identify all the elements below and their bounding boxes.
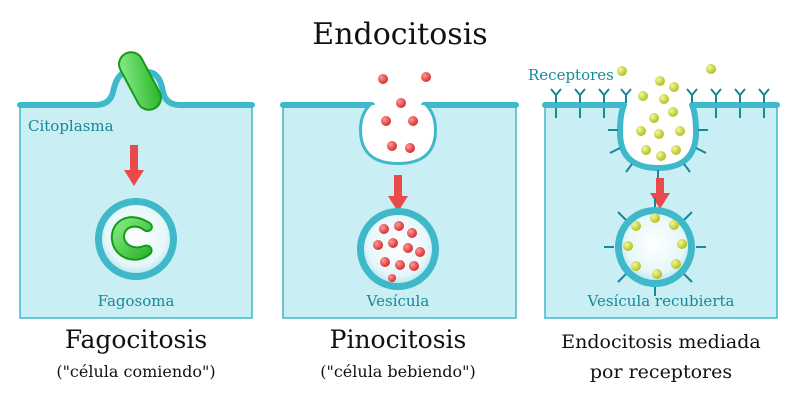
ligand xyxy=(617,66,627,76)
extracellular-ligands xyxy=(617,64,716,161)
ligand xyxy=(654,129,664,139)
vesicula-recubierta-label: Vesícula recubierta xyxy=(587,292,735,310)
droplet xyxy=(407,228,417,238)
vesicle-coat-spikes xyxy=(604,198,706,296)
droplet xyxy=(394,221,404,231)
droplet xyxy=(378,74,388,84)
droplet xyxy=(388,238,398,248)
panel-pinocitosis: Vesícula xyxy=(280,72,519,319)
ligand xyxy=(659,94,669,104)
droplet xyxy=(405,143,415,153)
droplet xyxy=(408,116,418,126)
internal-ligands xyxy=(623,213,687,279)
spike xyxy=(617,211,627,221)
droplet xyxy=(421,72,431,82)
ligand xyxy=(641,145,651,155)
spike xyxy=(683,273,693,283)
ligand xyxy=(655,76,665,86)
caption-pinocitosis: Pinocitosis xyxy=(330,325,467,354)
bacterium xyxy=(118,51,162,111)
pit-coat-spikes xyxy=(608,129,708,180)
receptor xyxy=(710,88,722,103)
droplet xyxy=(387,141,397,151)
arrow-down-icon xyxy=(650,193,670,209)
receptor xyxy=(620,88,632,103)
ligand xyxy=(675,126,685,136)
receptor xyxy=(758,88,770,103)
ligand xyxy=(656,151,666,161)
ligand xyxy=(638,91,648,101)
receptor xyxy=(550,88,562,103)
cytoplasm-area xyxy=(19,71,253,319)
pit-interior xyxy=(362,105,434,162)
ligand xyxy=(677,239,687,249)
droplet xyxy=(403,243,413,253)
digested-bacterium xyxy=(110,216,153,261)
citoplasma-label: Citoplasma xyxy=(28,117,114,135)
ligand xyxy=(623,241,633,251)
ligand xyxy=(631,221,641,231)
caption-pinocitosis-sub: ("célula bebiendo") xyxy=(320,362,476,381)
caption-receptores: Endocitosis mediada xyxy=(561,331,760,353)
arrow-shaft xyxy=(394,175,402,197)
ligand xyxy=(669,220,679,230)
ligand xyxy=(671,259,681,269)
ligand xyxy=(671,145,681,155)
panel-fagocitosis: Citoplasma Fagosoma xyxy=(17,51,255,319)
caption-receptores-sub: por receptores xyxy=(590,361,732,383)
droplet xyxy=(379,224,389,234)
diagram-title: Endocitosis xyxy=(312,17,487,52)
receptor xyxy=(686,88,698,103)
arrow-down-icon xyxy=(124,170,144,186)
droplet xyxy=(380,257,390,267)
ligand xyxy=(631,261,641,271)
droplet xyxy=(415,247,425,257)
arrow-down-icon xyxy=(388,196,408,212)
coat-spikes xyxy=(555,108,765,118)
droplet xyxy=(388,274,396,282)
spike xyxy=(617,273,627,283)
receptores-label: Receptores xyxy=(528,66,614,84)
receptor xyxy=(734,88,746,103)
extracellular-droplets xyxy=(378,72,431,153)
droplet xyxy=(373,240,383,250)
caption-fagocitosis: Fagocitosis xyxy=(65,325,207,354)
ligand xyxy=(706,64,716,74)
caption-fagocitosis-sub: ("célula comiendo") xyxy=(56,362,215,381)
ligand xyxy=(636,126,646,136)
ligand xyxy=(652,269,662,279)
cell-membrane xyxy=(542,102,780,171)
droplet xyxy=(395,260,405,270)
surface-receptors xyxy=(550,88,770,180)
arrow-shaft xyxy=(656,178,664,194)
droplet xyxy=(396,98,406,108)
ligand xyxy=(649,113,659,123)
droplet xyxy=(409,261,419,271)
ligand xyxy=(669,82,679,92)
ligand xyxy=(650,213,660,223)
receptor xyxy=(574,88,586,103)
vesicula-label: Vesícula xyxy=(366,292,430,310)
receptor xyxy=(598,88,610,103)
fagosoma-label: Fagosoma xyxy=(98,292,175,310)
droplet xyxy=(381,116,391,126)
internal-droplets xyxy=(373,221,425,282)
spike xyxy=(683,211,693,221)
ligand xyxy=(668,107,678,117)
panel-receptores: Receptores xyxy=(528,64,780,319)
arrow-shaft xyxy=(130,145,138,171)
